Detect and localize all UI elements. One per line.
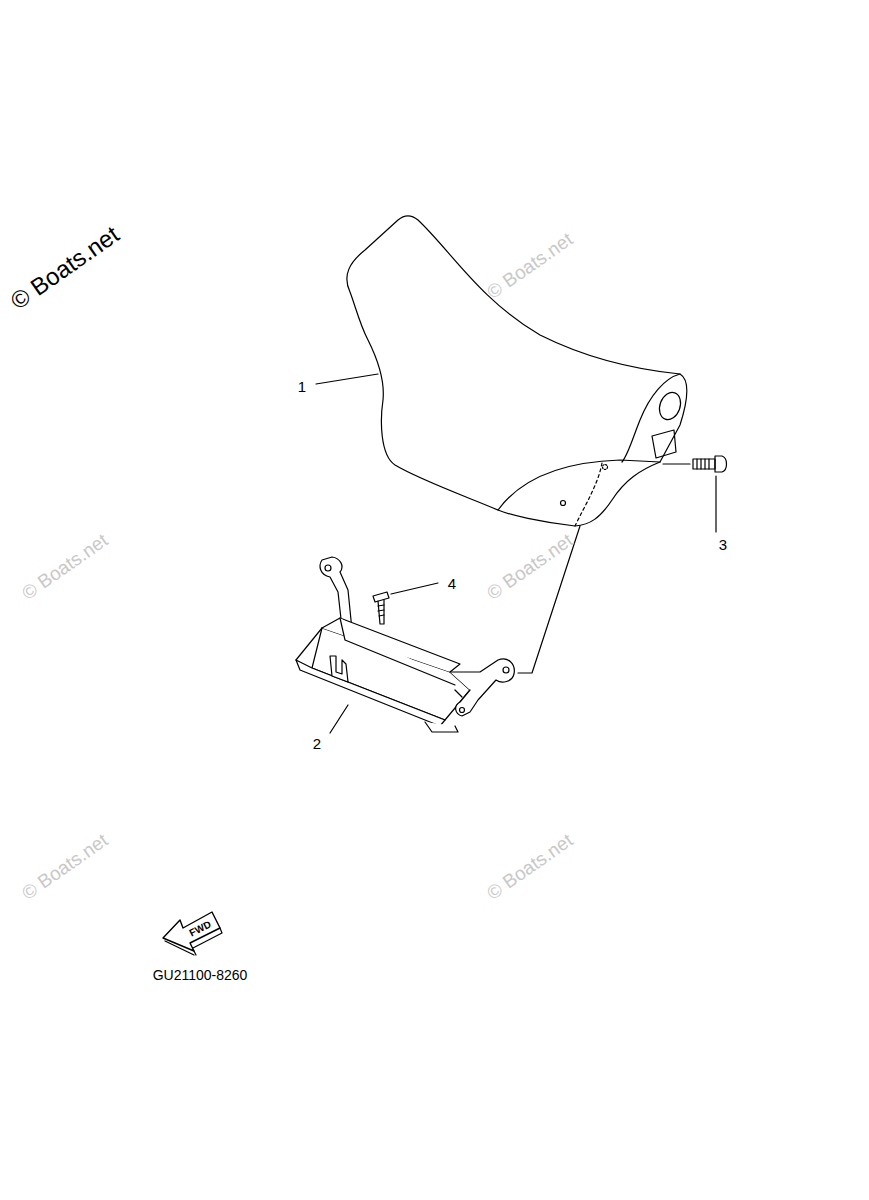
seat-hidden-line xyxy=(575,463,602,526)
forward-label: FWD xyxy=(188,919,213,938)
callout-number: 3 xyxy=(719,537,727,552)
leader-line xyxy=(715,476,716,532)
watermark: © Boats.net xyxy=(484,830,576,903)
callout-number: 1 xyxy=(298,379,306,394)
seat-end-cap xyxy=(622,374,680,462)
bolt-3 xyxy=(693,456,727,472)
seat-mark xyxy=(561,501,566,506)
seat-hole xyxy=(656,389,684,422)
watermark: © Boats.net xyxy=(19,830,111,903)
seat-side-line xyxy=(498,460,660,510)
watermark: © Boats.net xyxy=(484,229,576,302)
figure-code: GU21100-8260 xyxy=(153,968,248,982)
watermark: © Boats.net xyxy=(19,530,111,603)
forward-arrow xyxy=(163,912,220,951)
watermark: © Boats.net xyxy=(7,222,124,314)
bolt-4 xyxy=(373,592,389,624)
seat-mark xyxy=(603,465,608,470)
leader-line xyxy=(391,583,438,594)
seat-latch-slot xyxy=(652,430,676,458)
callout-number: 4 xyxy=(448,576,456,591)
seat-bracket xyxy=(296,557,514,732)
seat-outline xyxy=(347,216,687,526)
callout-number: 2 xyxy=(313,736,321,751)
watermark: © Boats.net xyxy=(484,530,576,603)
leader-line xyxy=(663,463,690,464)
leader-line xyxy=(316,374,378,384)
leader-line xyxy=(330,705,348,733)
